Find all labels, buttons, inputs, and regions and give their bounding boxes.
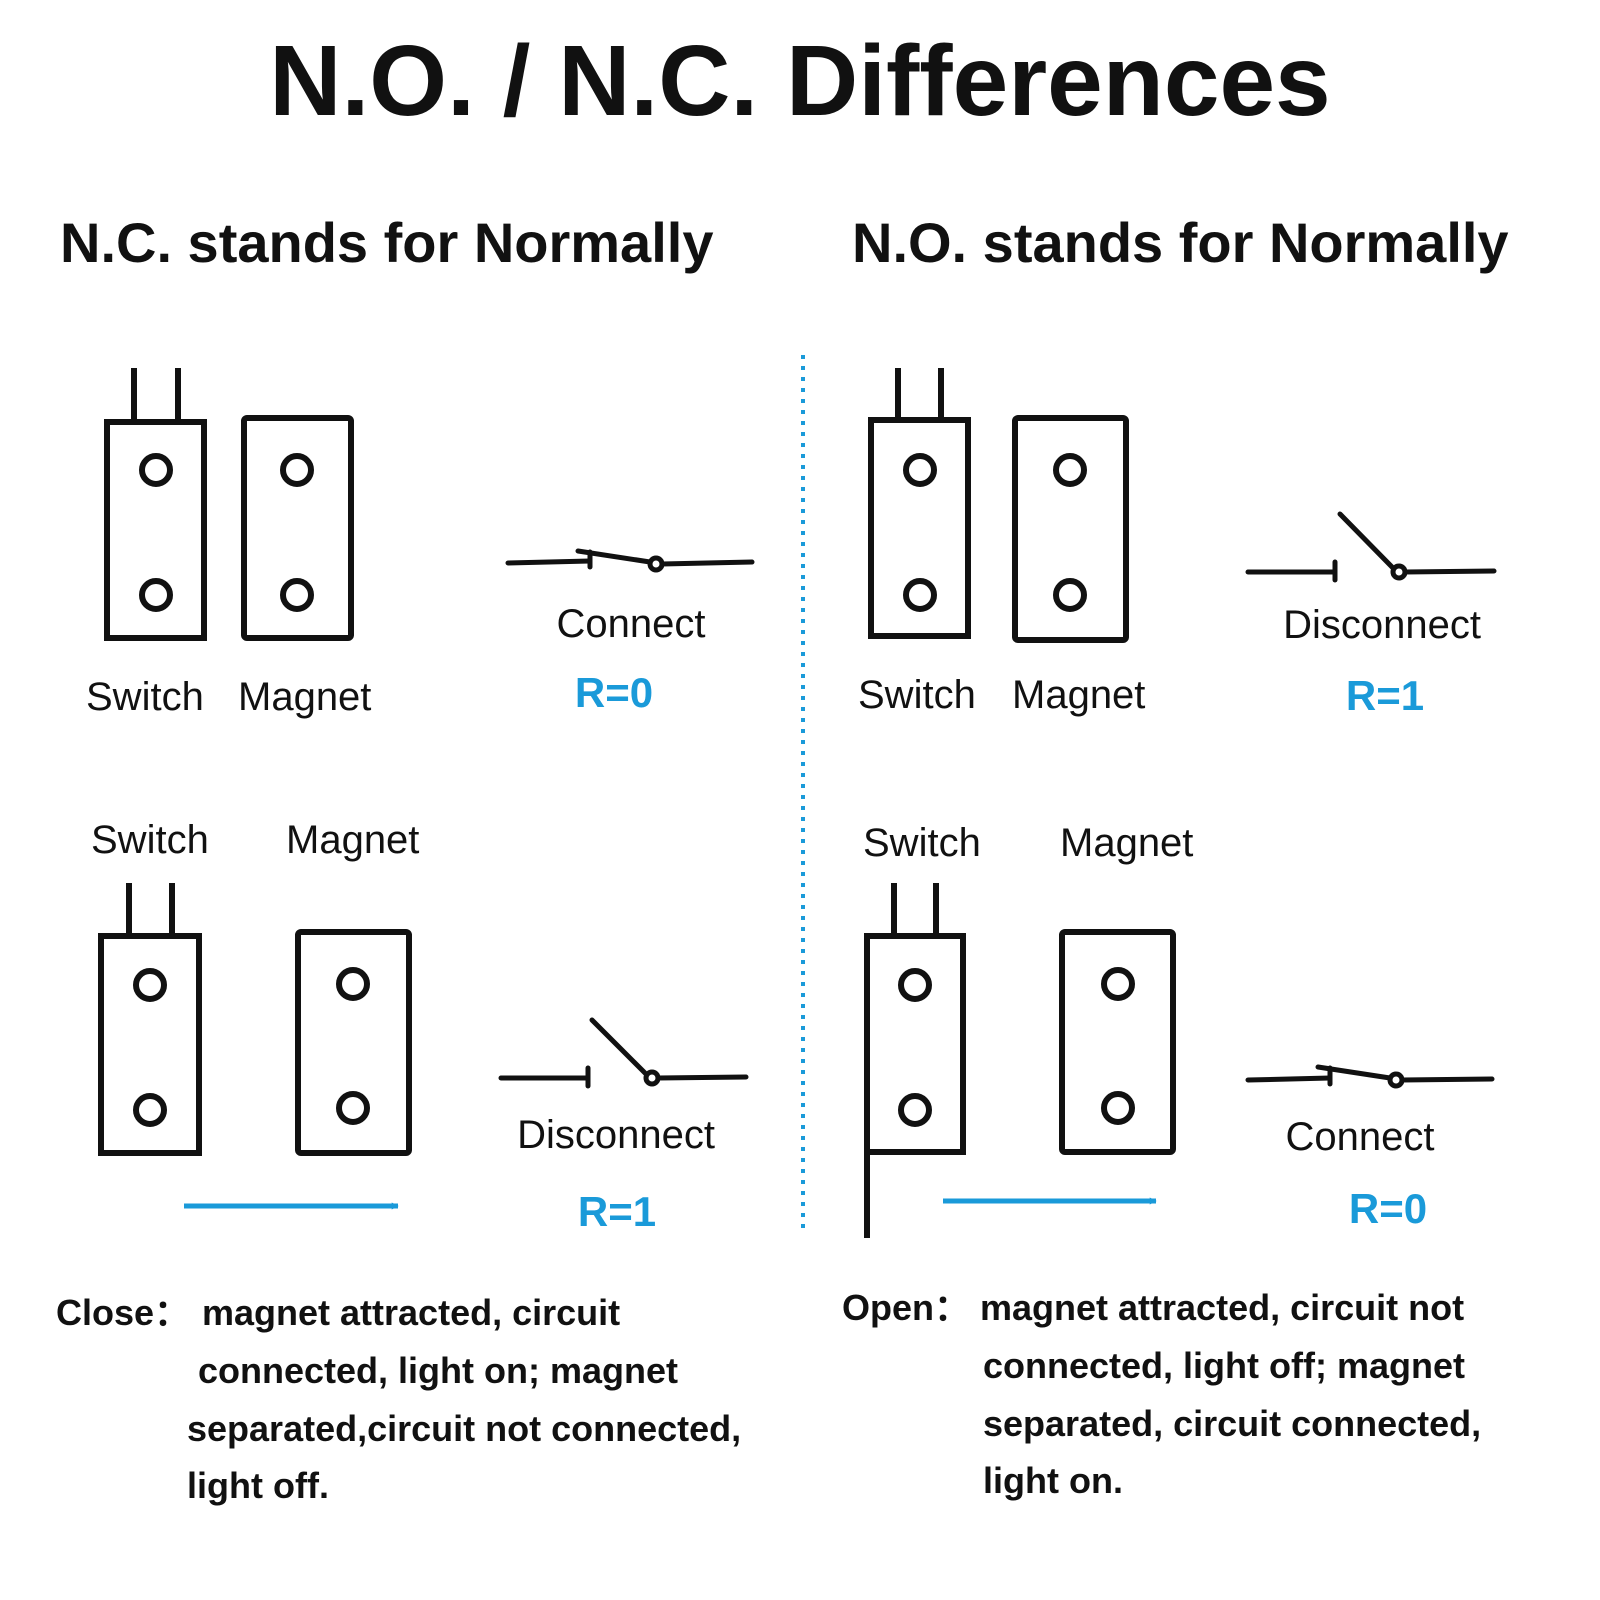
open-contact-icon [498,1017,749,1089]
no-bottom-magnet-label: Magnet [1060,821,1193,865]
no-heading: N.O. stands for Normally [852,211,1509,274]
open-contact-icon [1245,511,1497,583]
nc-bottom-panel: Switch Magnet Disconnect R=1 [91,818,749,1235]
no-top-magnet-label: Magnet [1012,673,1145,717]
magnet-body-icon [295,929,412,1156]
no-top-state-label: Disconnect [1283,603,1481,647]
nc-top-panel: Switch Magnet Connect R=0 [86,368,755,719]
nc-caption-line: magnet attracted, circuit [202,1292,620,1333]
nc-top-switch-label: Switch [86,675,204,719]
no-bottom-state-label: Connect [1286,1115,1435,1159]
no-caption-line: light on. [983,1460,1123,1501]
closed-contact-icon [505,548,755,573]
nc-heading: N.C. stands for Normally [60,211,713,274]
nc-caption-line: connected, light on; magnet [198,1350,678,1391]
no-caption-line: connected, light off; magnet [983,1345,1465,1386]
switch-body-icon [98,883,202,1156]
magnet-body-icon [241,415,354,641]
closed-contact-icon [1245,1064,1495,1089]
magnet-body-icon [1012,415,1129,643]
switch-body-icon [868,368,971,639]
no-top-resistance: R=1 [1346,672,1424,719]
nc-caption-line: separated,circuit not connected, [187,1408,741,1449]
nc-caption-label: Close： [56,1292,190,1333]
nc-top-magnet-label: Magnet [238,675,371,719]
nc-caption: Close： magnet attracted, circuit connect… [56,1292,741,1506]
nc-top-state-label: Connect [557,602,706,646]
switch-body-icon [104,368,207,641]
no-caption-label: Open： [842,1287,970,1328]
no-top-switch-label: Switch [858,673,976,717]
nc-top-resistance: R=0 [575,669,653,716]
no-bottom-panel: Switch Magnet Connect R=0 [863,821,1495,1238]
nc-bottom-switch-label: Switch [91,818,209,862]
magnet-body-icon [1059,929,1176,1155]
nc-bottom-resistance: R=1 [578,1188,656,1235]
no-caption-line: magnet attracted, circuit not [980,1287,1464,1328]
no-bottom-resistance: R=0 [1349,1185,1427,1232]
no-bottom-switch-label: Switch [863,821,981,865]
switch-body-icon [864,883,966,1238]
nc-bottom-state-label: Disconnect [517,1113,715,1157]
nc-bottom-magnet-label: Magnet [286,818,419,862]
no-caption: Open： magnet attracted, circuit not conn… [842,1287,1481,1501]
nc-caption-line: light off. [187,1465,329,1506]
diagram-title: N.O. / N.C. Differences [269,25,1330,137]
no-caption-line: separated, circuit connected, [983,1403,1481,1444]
no-top-panel: Switch Magnet Disconnect R=1 [858,368,1497,719]
